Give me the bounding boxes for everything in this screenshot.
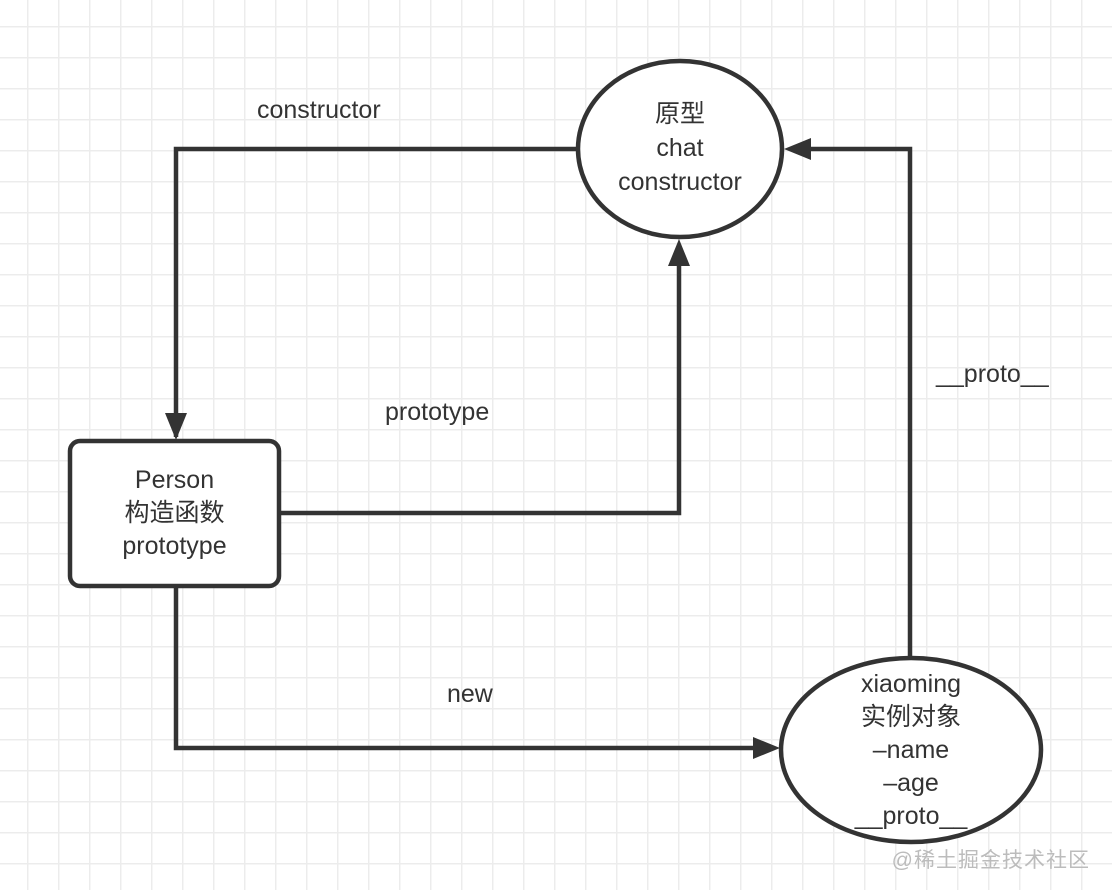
- node-instance-ellipse-shape: [778, 655, 1044, 845]
- arrowhead-new-right: [753, 737, 780, 759]
- arrowhead-prototype-up: [668, 239, 690, 266]
- node-prototype-circle-label: 原型 chat constructor: [618, 100, 742, 196]
- arrowhead-constructor-down: [165, 413, 187, 440]
- node-instance-ellipse-label: xiaoming 实例对象 –name –age __proto__: [854, 670, 968, 830]
- watermark: @稀土掘金技术社区: [891, 849, 1090, 872]
- node-constructor-box-shape: [67, 438, 282, 589]
- edge-prototype-line: [279, 260, 682, 516]
- edge-label-new: new: [447, 680, 493, 708]
- edge-proto-line: [805, 146, 913, 658]
- edge-new-line: [173, 586, 772, 751]
- edge-constructor-line: [173, 146, 578, 437]
- edge-label-constructor: constructor: [257, 96, 381, 124]
- edge-label-proto: __proto__: [936, 360, 1049, 388]
- node-constructor-box-label: Person 构造函数 prototype: [122, 466, 227, 560]
- node-prototype-circle-shape: [575, 58, 785, 240]
- edge-label-prototype: prototype: [385, 398, 490, 426]
- arrowhead-proto-left: [784, 138, 811, 160]
